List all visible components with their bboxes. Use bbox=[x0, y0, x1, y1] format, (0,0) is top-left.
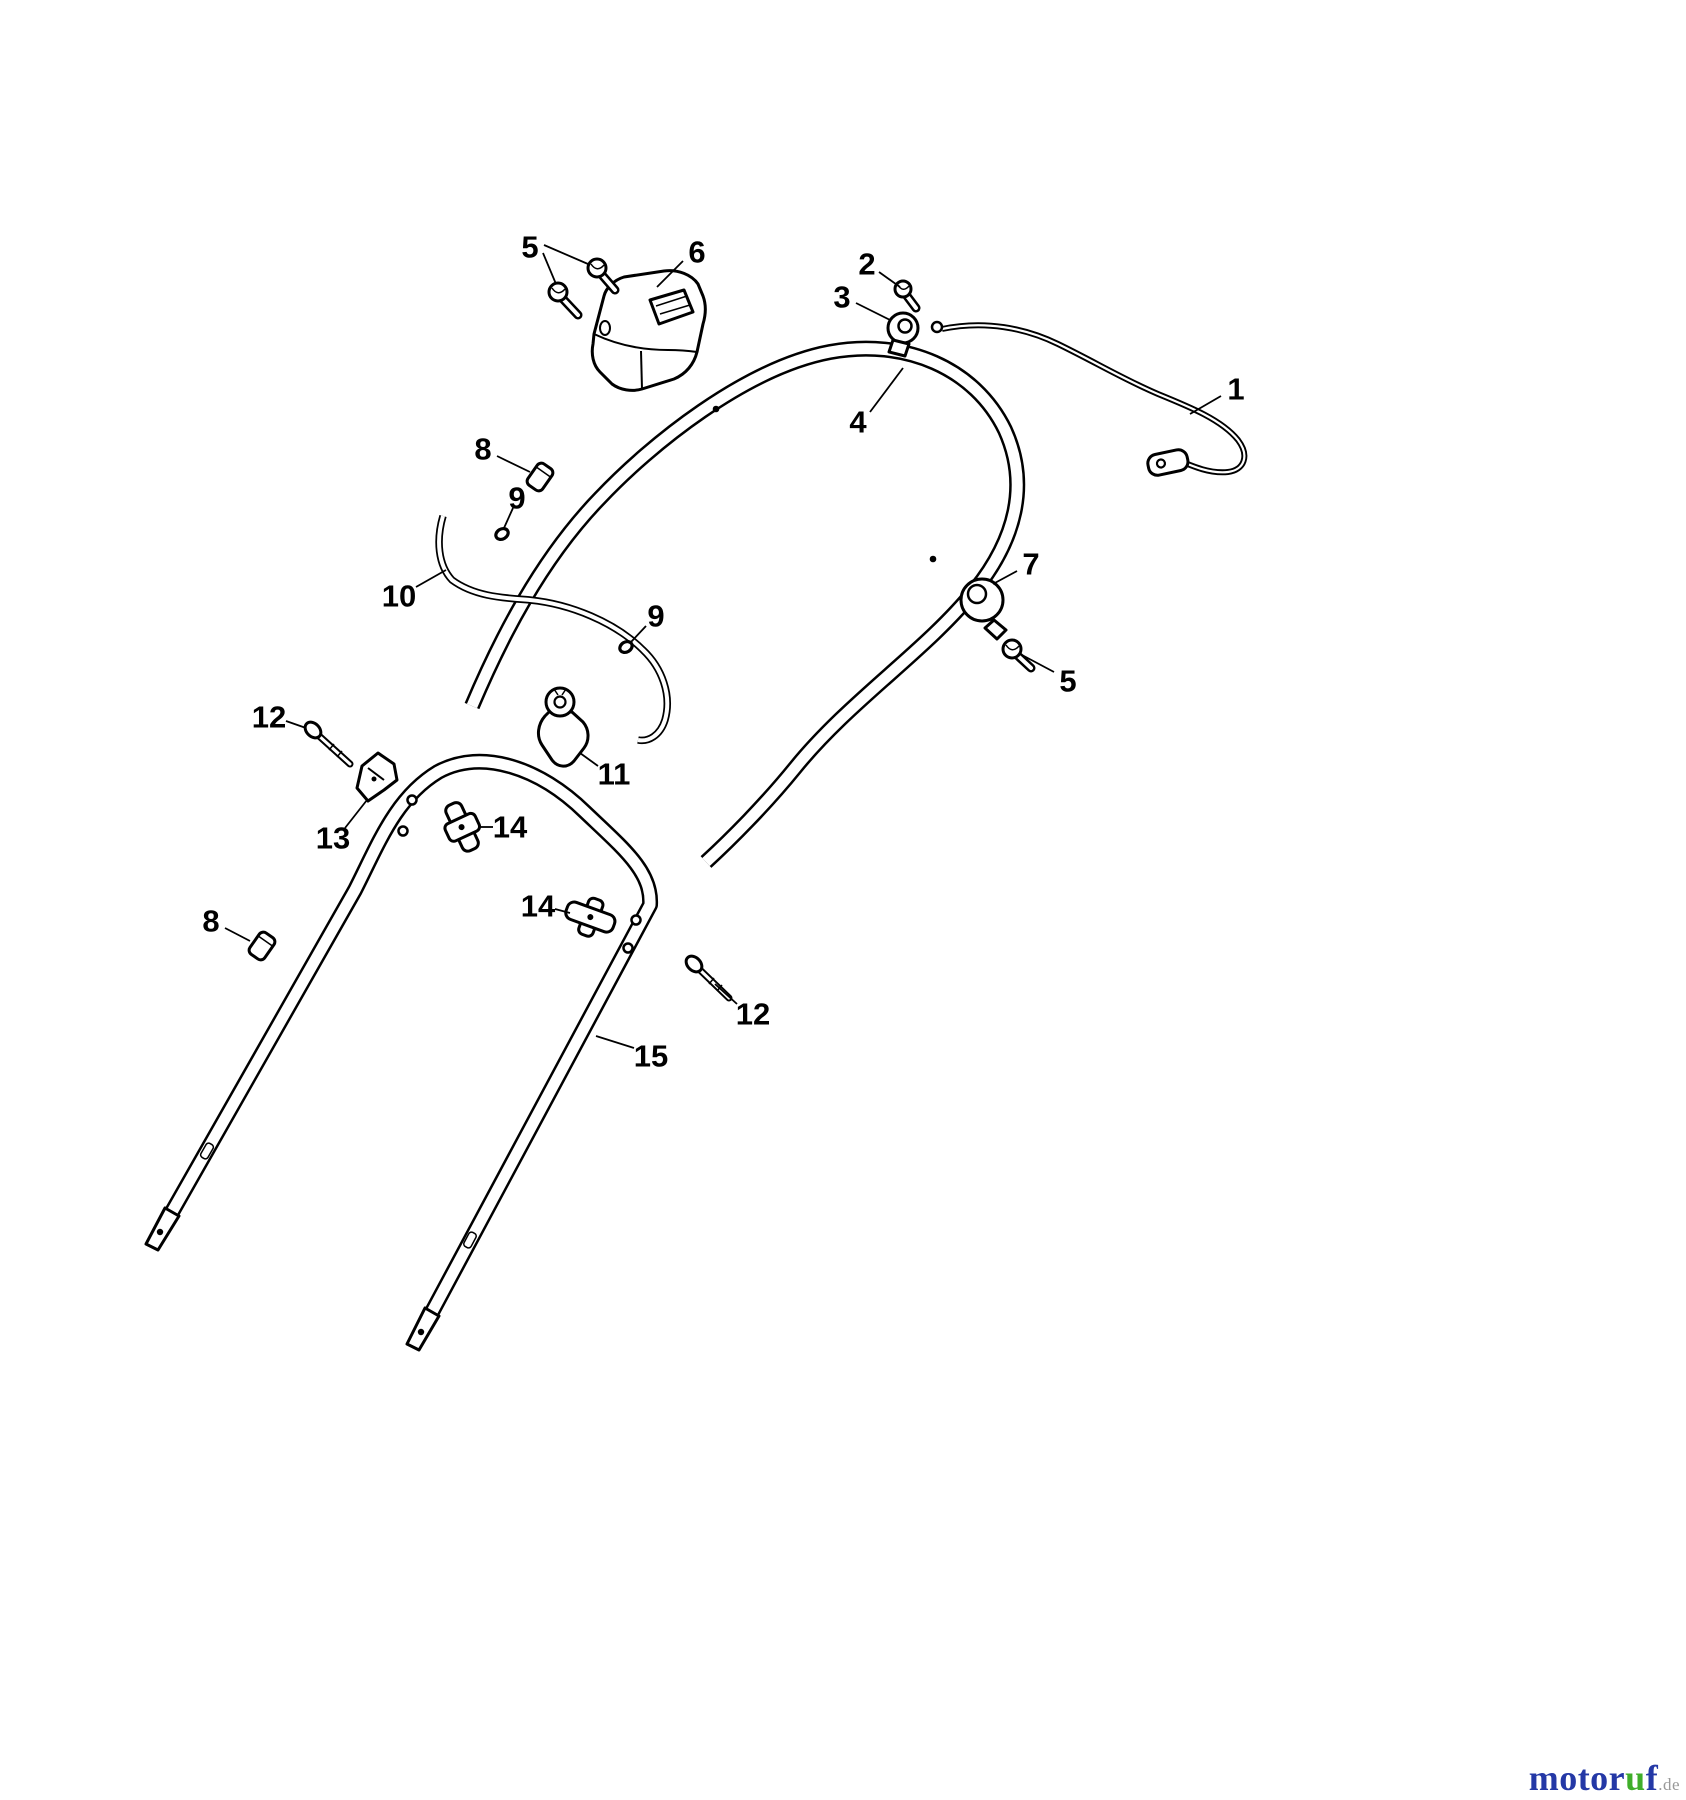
part-label-10: 10 bbox=[382, 579, 416, 614]
part-label-6: 6 bbox=[688, 235, 705, 270]
cable-clamp-7 bbox=[959, 577, 1008, 641]
screw-5c bbox=[1001, 638, 1036, 673]
screw-12a bbox=[303, 720, 354, 768]
leader-line-6 bbox=[656, 260, 684, 288]
leader-line-5 bbox=[543, 244, 589, 265]
part-label-3: 3 bbox=[833, 280, 850, 315]
leader-line-3 bbox=[855, 302, 891, 321]
upper-handle-tube bbox=[464, 340, 1026, 868]
leader-line-4 bbox=[869, 367, 904, 413]
part-label-1: 1 bbox=[1227, 372, 1244, 407]
part-label-11: 11 bbox=[598, 757, 631, 792]
leader-line-13 bbox=[344, 799, 368, 829]
part-label-4: 4 bbox=[849, 405, 867, 440]
part-label-14: 14 bbox=[493, 810, 528, 845]
part-label-9: 9 bbox=[508, 481, 525, 516]
leader-line-9 bbox=[503, 507, 514, 529]
leader-line-11 bbox=[579, 752, 599, 767]
leader-line-12 bbox=[285, 720, 307, 729]
leader-line-8 bbox=[224, 927, 251, 942]
spacer-8a bbox=[525, 461, 555, 493]
part-label-14: 14 bbox=[521, 889, 556, 924]
leader-line-5 bbox=[542, 252, 557, 285]
part-label-8: 8 bbox=[202, 904, 219, 939]
spacer-8b bbox=[247, 930, 277, 962]
screw-5a bbox=[547, 281, 583, 320]
logo-text-u: u bbox=[1625, 1758, 1646, 1798]
tube-hole bbox=[929, 555, 937, 563]
knob-14b bbox=[564, 896, 617, 938]
rod-end-clevis bbox=[1146, 448, 1190, 477]
part-label-5: 5 bbox=[521, 230, 538, 265]
rod-clamp-3 bbox=[886, 311, 920, 358]
bow-bolt bbox=[630, 914, 642, 926]
leg-slot bbox=[463, 1231, 477, 1249]
control-rod bbox=[930, 320, 1248, 477]
motoruf-logo[interactable]: motoruf.de bbox=[1529, 1760, 1680, 1796]
leader-line-15 bbox=[595, 1035, 635, 1049]
leader-line-1 bbox=[1189, 395, 1222, 415]
lower-handle-tube bbox=[144, 753, 659, 1352]
leader-line-12 bbox=[714, 983, 738, 1005]
leader-line-2 bbox=[878, 271, 901, 288]
switch-housing bbox=[590, 269, 707, 392]
leader-line-9 bbox=[630, 625, 647, 643]
part-label-15: 15 bbox=[634, 1039, 668, 1074]
leader-line-5 bbox=[1021, 654, 1055, 673]
screw-5b bbox=[586, 257, 620, 295]
logo-text-f: f bbox=[1645, 1758, 1659, 1798]
bracket-13 bbox=[355, 751, 399, 803]
part-label-2: 2 bbox=[858, 247, 875, 282]
handle-end-tab bbox=[405, 1306, 441, 1352]
rod-end-ball bbox=[930, 320, 944, 334]
cable-clip-11 bbox=[536, 686, 590, 768]
knob-14a bbox=[443, 801, 482, 853]
handle-end-tab bbox=[144, 1206, 181, 1252]
bow-bolt bbox=[622, 942, 634, 954]
part-label-5: 5 bbox=[1059, 664, 1076, 699]
connector-socket bbox=[648, 288, 695, 326]
bow-bolt bbox=[397, 825, 409, 837]
leader-line-10 bbox=[415, 569, 447, 588]
ring-9b bbox=[618, 639, 634, 655]
part-label-12: 12 bbox=[252, 700, 286, 735]
cable-guide-wire bbox=[435, 514, 671, 745]
logo-text-de: .de bbox=[1658, 1775, 1680, 1794]
part-label-12: 12 bbox=[736, 997, 770, 1032]
leg-slot bbox=[199, 1142, 215, 1160]
part-label-8: 8 bbox=[474, 432, 491, 467]
part-label-13: 13 bbox=[316, 821, 350, 856]
logo-text-motor: motor bbox=[1528, 1758, 1626, 1798]
leader-line-14 bbox=[554, 908, 571, 914]
ring-9a bbox=[494, 526, 510, 542]
tube-hole bbox=[712, 405, 720, 413]
bow-bolt bbox=[406, 794, 418, 806]
leader-line-7 bbox=[992, 570, 1018, 585]
part-label-7: 7 bbox=[1022, 547, 1039, 582]
leader-line-8 bbox=[496, 455, 531, 473]
screw-2 bbox=[893, 279, 921, 313]
part-label-9: 9 bbox=[647, 599, 664, 634]
